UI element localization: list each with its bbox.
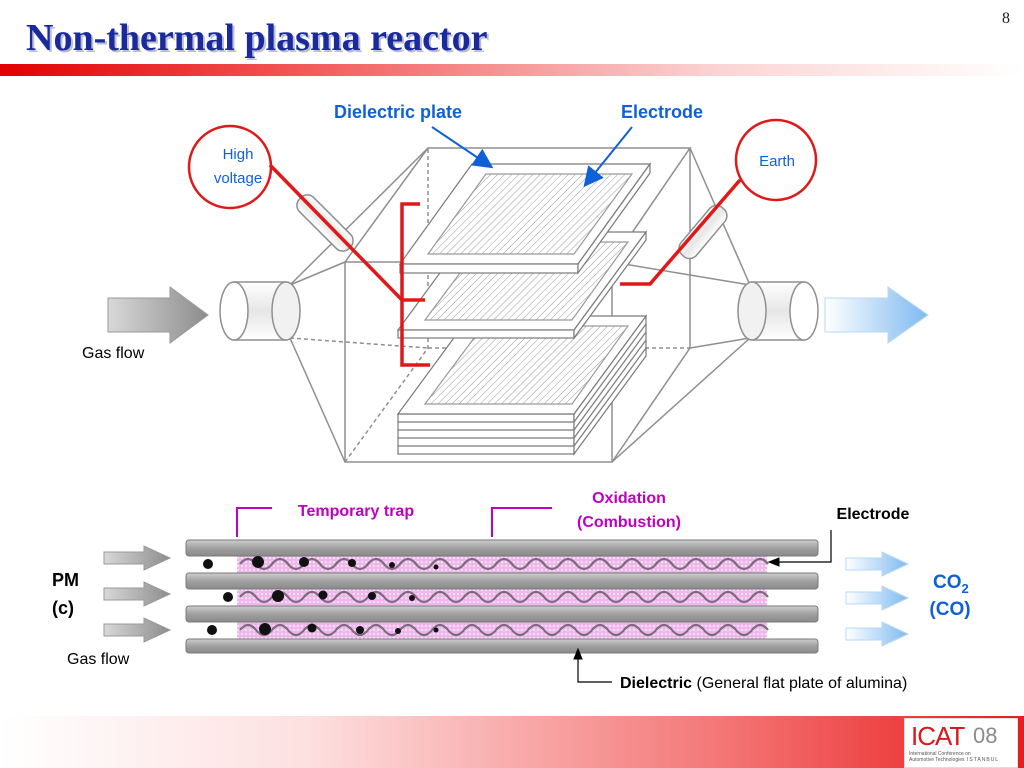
earth-insulator bbox=[678, 204, 728, 260]
pm-inflow-arrows bbox=[103, 545, 172, 643]
co2-outflow-arrows bbox=[845, 551, 910, 647]
dielectric-pointer bbox=[431, 126, 494, 169]
electrode-pointer bbox=[583, 126, 633, 188]
pm-label-line2: (c) bbox=[52, 598, 74, 618]
logo-text: ICAT bbox=[911, 721, 965, 751]
electrode-plates bbox=[185, 539, 819, 654]
logo-subtitle: International Conference on Automotive T… bbox=[909, 751, 971, 763]
electrode-pointer-bottom bbox=[767, 530, 832, 567]
footer-bar bbox=[0, 716, 1024, 768]
slide-title: Non-thermal plasma reactor bbox=[26, 17, 488, 59]
oxidation-label-line1: Oxidation bbox=[592, 490, 666, 507]
co2-label-subscript: 2 bbox=[962, 581, 969, 596]
temporary-trap-bracket bbox=[236, 507, 272, 537]
high-voltage-label-line2: voltage bbox=[214, 170, 262, 187]
pm-label-line1: PM bbox=[52, 570, 79, 590]
co2-label: CO2 bbox=[933, 572, 969, 596]
logo-year: 08 bbox=[973, 723, 998, 748]
earth-circle bbox=[734, 118, 818, 202]
dielectric-pointer-bottom bbox=[573, 647, 612, 683]
dielectric-plate-label: Dielectric plate bbox=[334, 102, 462, 122]
logo-city: ISTANBUL bbox=[967, 757, 1000, 763]
gas-inlet-arrow bbox=[107, 286, 209, 344]
gas-flow-label-bottom: Gas flow bbox=[67, 651, 130, 668]
co-label: (CO) bbox=[929, 599, 970, 620]
outlet-pipe bbox=[737, 281, 819, 341]
temporary-trap-label: Temporary trap bbox=[298, 503, 414, 520]
page-number: 8 bbox=[1002, 10, 1010, 27]
plate-stack bbox=[396, 314, 648, 456]
title-underline-bar bbox=[0, 64, 1024, 76]
soot-particles bbox=[203, 556, 439, 635]
high-voltage-circle bbox=[187, 124, 273, 210]
oxidation-label-line2: (Combustion) bbox=[577, 514, 681, 531]
earth-label: Earth bbox=[759, 153, 795, 170]
dielectric-label-note: (General flat plate of alumina) bbox=[692, 675, 907, 692]
icat-logo: ICAT 08 International Conference on Auto… bbox=[904, 718, 1018, 768]
dielectric-label-bold: Dielectric bbox=[620, 675, 692, 692]
dielectric-label-bottom: Dielectric (General flat plate of alumin… bbox=[620, 675, 907, 692]
co2-label-base: CO bbox=[933, 572, 962, 593]
dielectric-plate-top bbox=[398, 162, 652, 275]
electrode-label-bottom: Electrode bbox=[837, 506, 910, 523]
inlet-pipe bbox=[219, 281, 301, 341]
electrode-wiring bbox=[268, 163, 742, 367]
electrode-label-top: Electrode bbox=[621, 102, 703, 122]
oxidation-bracket bbox=[491, 507, 552, 537]
gas-flow-label-top: Gas flow bbox=[82, 345, 145, 362]
high-voltage-label-line1: High bbox=[223, 146, 254, 163]
gas-outlet-arrow bbox=[824, 286, 929, 344]
discharge-waves bbox=[239, 557, 769, 637]
reactor-diagram: Dielectric plate Electrode High voltage … bbox=[52, 102, 971, 692]
